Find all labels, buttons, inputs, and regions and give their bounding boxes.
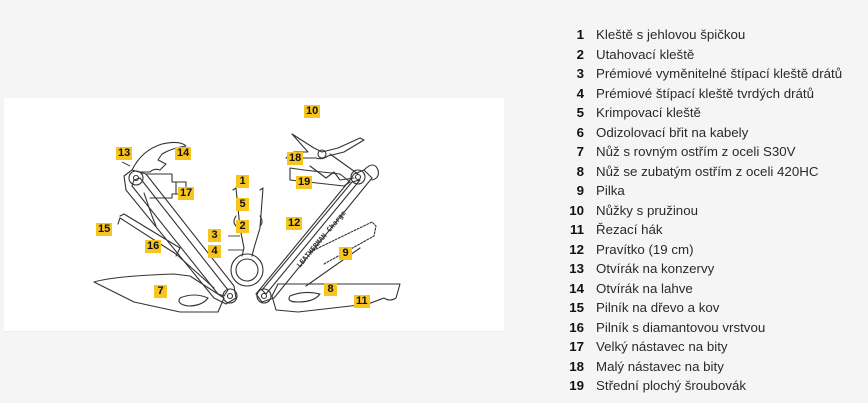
callout-9: 9: [339, 247, 352, 260]
legend-label: Pravítko (19 cm): [596, 241, 694, 257]
callout-12: 12: [286, 217, 303, 230]
legend-item: 10 Nůžky s pružinou: [566, 203, 842, 223]
legend-number: 17: [569, 339, 584, 354]
legend-item: 11 Řezací hák: [566, 222, 842, 242]
legend-number: 8: [576, 163, 584, 179]
legend-item: 12 Pravítko (19 cm): [566, 242, 842, 262]
legend-label: Nůž s rovným ostřím z oceli S30V: [596, 144, 796, 159]
legend-number: 11: [569, 222, 584, 237]
multitool-diagram: LEATHERMAN Charge 1 2 3 4 5 7 8 9 10 11 …: [4, 98, 504, 332]
legend-label: Pilka: [596, 183, 625, 198]
legend-label: Malý nástavec na bity: [596, 358, 724, 374]
callout-4: 4: [208, 245, 221, 258]
legend-number: 6: [576, 124, 584, 140]
legend-item: 16 Pilník s diamantovou vrstvou: [566, 320, 842, 340]
callout-19: 19: [296, 176, 313, 189]
bit-driver-small: [309, 165, 355, 181]
legend-number: 7: [576, 144, 584, 159]
legend-label: Utahovací kleště: [596, 46, 695, 62]
legend-label: Otvírák na lahve: [596, 280, 693, 296]
multitool-illustration: LEATHERMAN Charge: [93, 133, 401, 313]
callout-3: 3: [208, 229, 221, 242]
callout-8: 8: [324, 283, 337, 296]
legend-label: Velký nástavec na bity: [596, 339, 728, 354]
flat-screwdriver: [289, 167, 351, 187]
bottle-can-opener: [131, 141, 187, 173]
legend-number: 10: [569, 202, 584, 218]
legend-label: Krimpovací kleště: [596, 105, 701, 120]
callout-18: 18: [287, 152, 304, 165]
legend-label: Pilník s diamantovou vrstvou: [596, 319, 766, 335]
callout-15: 15: [96, 223, 113, 236]
legend-label: Odizolovací břit na kabely: [596, 124, 749, 140]
legend-number: 3: [576, 66, 584, 81]
left-handle: [123, 169, 238, 305]
legend-label: Kleště s jehlovou špičkou: [596, 27, 746, 42]
callout-13: 13: [116, 147, 133, 160]
file-tools: [117, 213, 215, 289]
legend-item: 9 Pilka: [566, 183, 842, 203]
legend-label: Nůžky s pružinou: [596, 202, 698, 218]
legend-label: Střední plochý šroubovák: [596, 378, 747, 393]
legend-label: Prémiové vyměnitelné štípací kleště drát…: [596, 66, 843, 81]
legend-number: 4: [576, 85, 584, 101]
legend-label: Prémiové štípací kleště tvrdých drátů: [596, 85, 815, 101]
serrated-blade: [271, 283, 401, 313]
legend-number: 2: [576, 46, 584, 62]
legend-number: 19: [569, 378, 584, 393]
legend-number: 12: [569, 241, 584, 257]
legend-item: 13 Otvírák na konzervy: [566, 261, 842, 281]
parts-legend: 1 Kleště s jehlovou špičkou 2 Utahovací kl…: [566, 27, 842, 398]
callout-5: 5: [236, 198, 249, 211]
legend-number: 14: [569, 280, 584, 296]
legend-number: 13: [569, 261, 584, 276]
legend-label: Nůž se zubatým ostřím z oceli 420HC: [596, 163, 819, 179]
legend-item: 4 Prémiové štípací kleště tvrdých drátů: [566, 86, 842, 106]
legend-number: 5: [576, 105, 584, 120]
legend-number: 18: [569, 358, 584, 374]
callout-14: 14: [175, 147, 192, 160]
right-handle: [255, 164, 379, 304]
legend-number: 1: [576, 27, 584, 42]
legend-item: 2 Utahovací kleště: [566, 47, 842, 67]
legend-item: 5 Krimpovací kleště: [566, 105, 842, 125]
legend-item: 7 Nůž s rovným ostřím z oceli S30V: [566, 144, 842, 164]
legend-item: 15 Pilník na dřevo a kov: [566, 300, 842, 320]
legend-item: 14 Otvírák na lahve: [566, 281, 842, 301]
callout-16: 16: [145, 240, 162, 253]
legend-item: 17 Velký nástavec na bity: [566, 339, 842, 359]
legend-item: 18 Malý nástavec na bity: [566, 359, 842, 379]
legend-number: 15: [569, 300, 584, 315]
callout-17: 17: [178, 187, 195, 200]
callout-11: 11: [354, 295, 370, 308]
legend-item: 3 Prémiové vyměnitelné štípací kleště drá…: [566, 66, 843, 86]
callout-1: 1: [236, 175, 249, 188]
callout-10: 10: [304, 105, 321, 118]
callout-2: 2: [236, 220, 249, 233]
legend-item: 19 Střední plochý šroubovák: [566, 378, 842, 398]
legend-number: 16: [569, 319, 584, 335]
legend-item: 8 Nůž se zubatým ostřím z oceli 420HC: [566, 164, 842, 184]
legend-item: 1 Kleště s jehlovou špičkou: [566, 27, 842, 47]
legend-label: Pilník na dřevo a kov: [596, 300, 720, 315]
legend-label: Otvírák na konzervy: [596, 261, 715, 276]
legend-label: Řezací hák: [596, 222, 663, 237]
legend-number: 9: [576, 183, 584, 198]
straight-blade: [93, 273, 225, 313]
callout-7: 7: [154, 285, 167, 298]
legend-item: 6 Odizolovací břit na kabely: [566, 125, 842, 145]
